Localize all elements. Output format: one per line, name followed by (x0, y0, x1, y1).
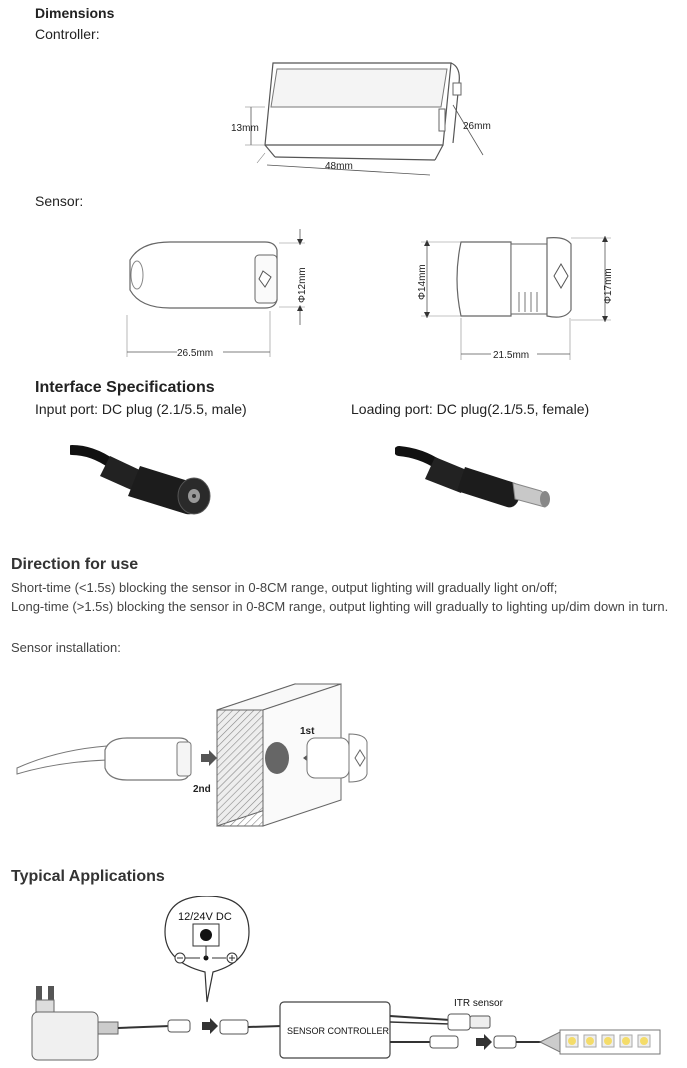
sensor-male-diameter-label: Φ12mm (297, 267, 308, 303)
direction-line-1: Short-time (<1.5s) blocking the sensor i… (11, 580, 558, 595)
applications-heading: Typical Applications (11, 868, 165, 885)
controller-dimension-drawing: 13mm 26mm 48mm (231, 62, 491, 176)
install-step-2nd: 2nd (193, 784, 211, 795)
sensor-female-length-label: 21.5mm (493, 350, 529, 361)
sensor-male-length-label: 26.5mm (177, 348, 213, 359)
controller-height-label: 13mm (231, 123, 259, 134)
sensor-female-inner-diameter-label: Φ14mm (417, 264, 428, 300)
install-step-1st: 1st (300, 726, 315, 737)
female-dc-plug-image (70, 445, 211, 515)
sensor-female-dimension-drawing: Φ14mm Φ17mm 21.5mm (417, 236, 614, 361)
direction-heading: Direction for use (11, 556, 139, 573)
interface-heading: Interface Specifications (35, 379, 215, 396)
sensor-female-outer-diameter-label: Φ17mm (603, 268, 614, 304)
loading-port-text: Loading port: DC plug(2.1/5.5, female) (351, 401, 590, 417)
sensor-controller-label: SENSOR CONTROLLER (287, 1026, 390, 1036)
itr-sensor-label: ITR sensor (454, 998, 504, 1009)
controller-width-label: 48mm (325, 161, 353, 172)
sensor-label: Sensor: (35, 193, 84, 209)
direction-line-2: Long-time (>1.5s) blocking the sensor in… (11, 599, 669, 614)
dimensions-heading: Dimensions (35, 5, 115, 21)
installation-label: Sensor installation: (11, 640, 121, 655)
sensor-male-dimension-drawing: Φ12mm 26.5mm (126, 229, 308, 359)
typical-application-diagram: 12/24V DC SENSOR CONTROLLER ITR sensor (31, 896, 661, 1061)
power-label: 12/24V DC (178, 911, 232, 923)
male-dc-plug-image (395, 446, 550, 508)
controller-label: Controller: (35, 26, 100, 42)
input-port-text: Input port: DC plug (2.1/5.5, male) (35, 401, 247, 417)
controller-depth-label: 26mm (463, 121, 491, 132)
sensor-installation-diagram: 1st 2nd (16, 683, 368, 827)
